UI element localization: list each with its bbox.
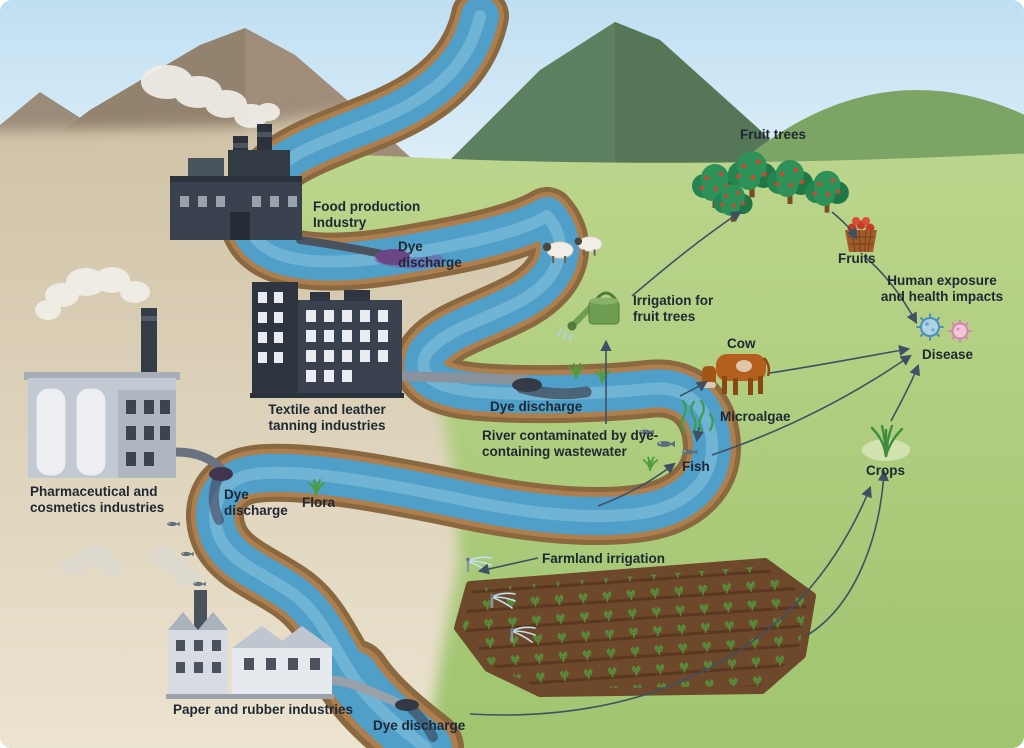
smoke — [60, 545, 199, 586]
dye-discharges — [171, 236, 592, 742]
smoke — [35, 267, 150, 320]
textile-industry-factory — [250, 282, 404, 398]
food-industry-factory — [141, 65, 302, 240]
flow-arrows — [469, 210, 920, 716]
sprinkler-icons — [466, 556, 536, 643]
watering-can-icon — [557, 291, 620, 342]
cow-icon — [702, 354, 771, 395]
virus-icons — [916, 313, 972, 343]
paper-industry-factory — [60, 545, 334, 699]
smoke — [141, 65, 280, 128]
crops-icon — [862, 424, 910, 461]
microalgae-icon — [680, 399, 714, 435]
pharma-industry-factory — [24, 267, 180, 478]
farmland-field — [454, 558, 816, 697]
